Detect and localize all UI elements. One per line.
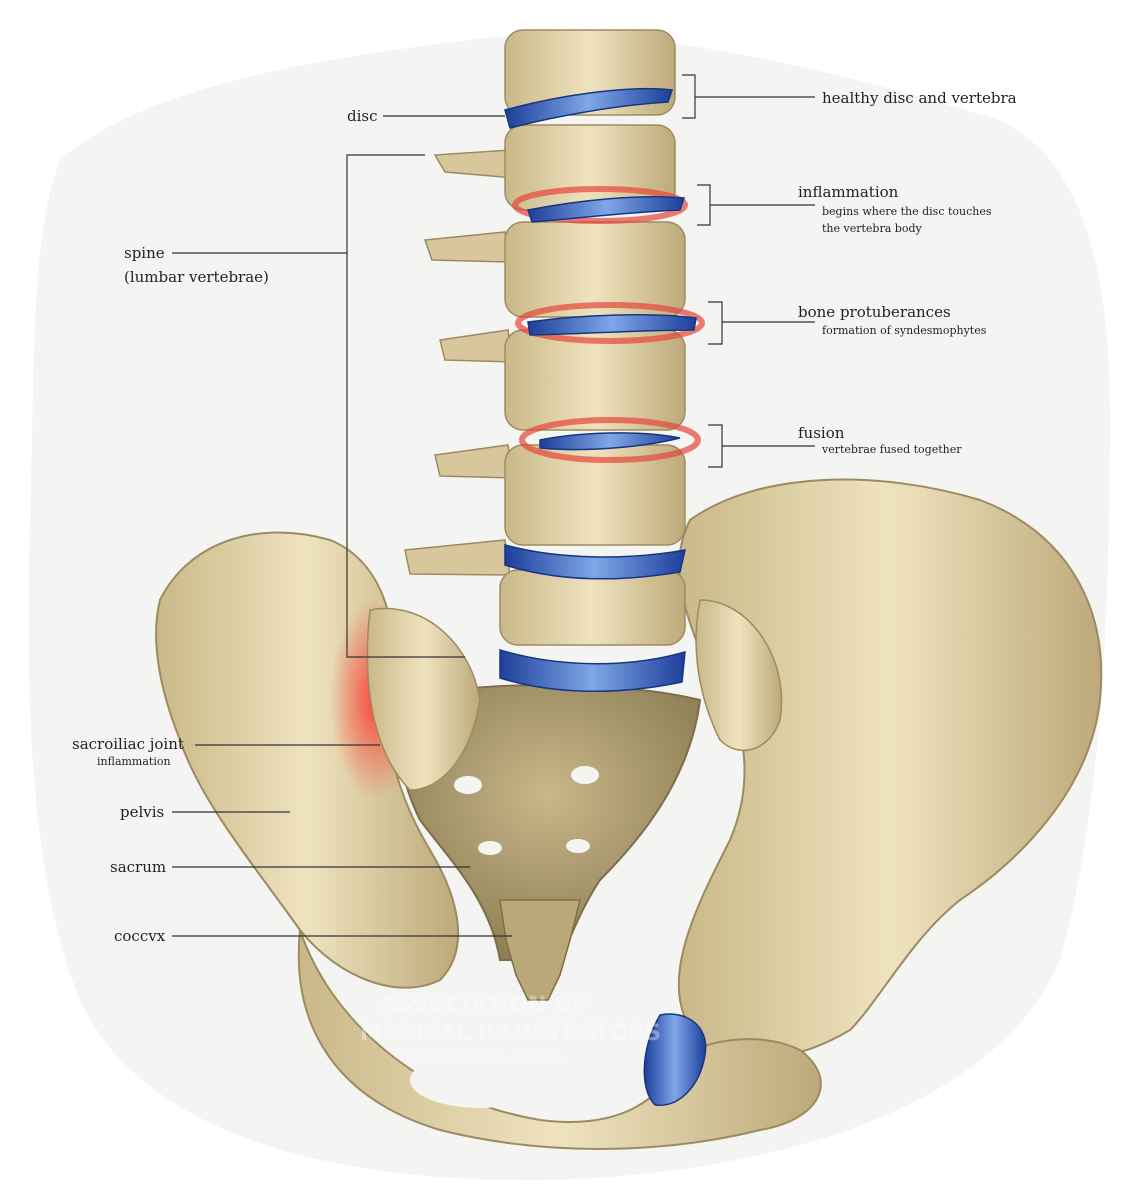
label-bone-protuberances: bone protuberances	[798, 303, 951, 321]
label-inflammation-sub1: begins where the disc touches	[822, 205, 992, 218]
sacral-foramen	[566, 839, 590, 853]
watermark-line1: ASSOCIATION OF	[380, 993, 588, 1018]
label-disc: disc	[347, 107, 378, 125]
label-spine-sub: (lumbar vertebrae)	[124, 268, 269, 286]
sacral-foramen	[571, 766, 599, 784]
label-pelvis: pelvis	[120, 803, 164, 821]
label-healthy-disc: healthy disc and vertebra	[822, 89, 1017, 107]
label-fusion: fusion	[798, 424, 845, 442]
label-inflammation: inflammation	[798, 183, 899, 201]
label-fusion-sub: vertebrae fused together	[821, 443, 962, 456]
sacral-foramen	[478, 841, 502, 855]
label-sacrum: sacrum	[110, 858, 166, 876]
label-inflammation-sub2: the vertebra body	[822, 222, 922, 235]
label-sacroiliac-joint: sacroiliac joint	[72, 735, 184, 753]
label-spine: spine	[124, 244, 165, 262]
sacral-foramen	[454, 776, 482, 794]
label-coccyx: coccvx	[114, 927, 166, 945]
watermark-line3: illuminating the science	[400, 1051, 562, 1065]
label-sacroiliac-sub: inflammation	[97, 755, 171, 768]
watermark-line2: MEDICAL ILLUSTRATORS	[360, 1021, 661, 1046]
label-bone-protuberances-sub: formation of syndesmophytes	[822, 324, 987, 337]
